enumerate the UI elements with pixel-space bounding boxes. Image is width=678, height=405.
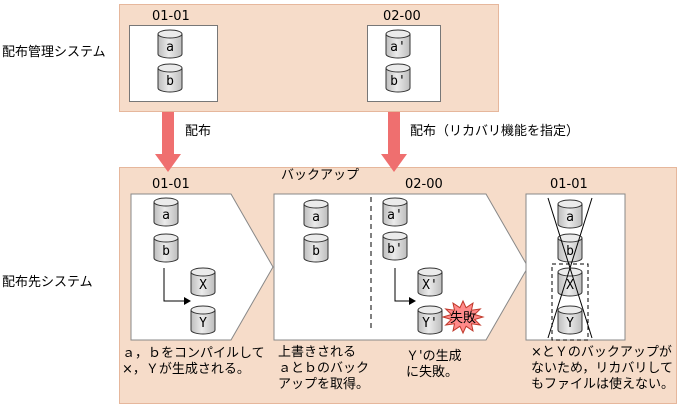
cylinder-label: a [312,210,320,225]
mgmt-box2-version: 02-00 [383,9,421,24]
distribution-recovery-arrow-label: 配布（リカバリ機能を指定） [410,124,580,139]
cylinder-label: b [166,74,174,89]
cylinder-top [153,233,179,243]
failure-burst [441,299,485,335]
step1-version: 01-01 [152,177,190,192]
cylinder-body [382,202,408,227]
step1-file-a: a [153,197,179,227]
distribution-arrow [155,112,181,172]
dist-target-system-label: 配布先システム [2,275,93,290]
cylinder-top [385,29,411,39]
cylinder-body [153,238,179,263]
cylinder-body [157,68,183,93]
mgmt-file-b-prime: b' [385,63,411,93]
cylinder-top [382,197,408,207]
cylinder-label: a [566,210,574,225]
step1-file-b: b [153,233,179,263]
step1-compile-line [163,268,184,302]
cylinder-label: b' [387,242,403,257]
cylinder-body [382,236,408,261]
cylinder-body [417,272,443,297]
step3-file-a: a [557,199,583,229]
step3-file-y: Y [557,305,583,335]
cylinder-top [190,267,216,277]
failure-burst-label: 失敗 [450,311,476,326]
cylinder-label: b [312,244,320,259]
cylinder-label: X' [422,278,438,293]
cylinder-top [557,233,583,243]
step2-compile-line [394,268,409,302]
cylinder-body [153,202,179,227]
distribution-recovery-arrow [381,112,407,172]
cylinder-top [385,63,411,73]
cylinder-body [557,272,583,297]
cylinder-body [557,310,583,335]
cylinder-label: a' [390,40,406,55]
step1-note: ａ，ｂをコンパイルして ×，Ｙが生成される。 [122,346,265,377]
step1-box [130,193,274,341]
step2-backup-a: a [303,199,329,229]
cylinder-top [557,199,583,209]
step3-file-b: b [557,233,583,263]
step2-note-left: 上書きされる ａとｂのバック アップを取得。 [278,345,370,392]
step2-note-right: Ｙ'の生成 に失敗。 [406,349,462,380]
cylinder-label: Y [199,316,207,331]
step2-file-a-prime: a' [382,197,408,227]
backup-label: バックアップ [281,168,360,183]
cylinder-label: X [199,278,207,293]
cylinder-label: b [566,244,574,259]
cylinder-body [557,204,583,229]
step1-file-y: Y [190,305,216,335]
cylinder-label: a [162,208,170,223]
step1-compile-arrowhead [184,297,191,305]
cylinder-body [190,310,216,335]
step2-compile-arrowhead [409,297,416,305]
cylinder-top [417,305,443,315]
cylinder-body [303,238,329,263]
step3-file-x: X [557,267,583,297]
cylinder-body [557,238,583,263]
cylinder-top [557,305,583,315]
step3-missing-frame [551,263,589,341]
cylinder-top [382,231,408,241]
step2-file-b-prime: b' [382,231,408,261]
cylinder-top [417,267,443,277]
cylinder-label: a' [387,208,403,223]
cylinder-body [157,34,183,59]
step3-version: 01-01 [550,177,588,192]
cylinder-label: X [566,278,574,293]
cylinder-top [303,199,329,209]
step2-backup-b: b [303,233,329,263]
cylinder-body [385,34,411,59]
cylinder-body [190,272,216,297]
step2-file-x-prime: X' [417,267,443,297]
cylinder-label: Y [566,316,574,331]
cylinder-top [157,29,183,39]
step3-cross-line-2 [547,197,593,339]
cylinder-top [190,305,216,315]
mgmt-box1-version: 01-01 [152,9,190,24]
cylinder-label: b' [390,74,406,89]
mgmt-file-b: b [157,63,183,93]
cylinder-body [303,204,329,229]
cylinder-body [417,310,443,335]
cylinder-label: Y' [422,316,438,331]
cylinder-body [385,68,411,93]
step1-file-x: X [190,267,216,297]
mgmt-file-a: a [157,29,183,59]
cylinder-top [303,233,329,243]
cylinder-label: b [162,244,170,259]
dist-mgmt-system-label: 配布管理システム [2,45,106,60]
cylinder-top [153,197,179,207]
step2-file-y-prime: Y' [417,305,443,335]
mgmt-file-a-prime: a' [385,29,411,59]
step3-note: ×とＹのバックアップが ないため，リカバリして もファイルは使えない。 [531,345,675,392]
distribution-arrow-label: 配布 [185,124,212,139]
step2-version: 02-00 [405,177,443,192]
cylinder-top [157,63,183,73]
cylinder-label: a [166,40,174,55]
